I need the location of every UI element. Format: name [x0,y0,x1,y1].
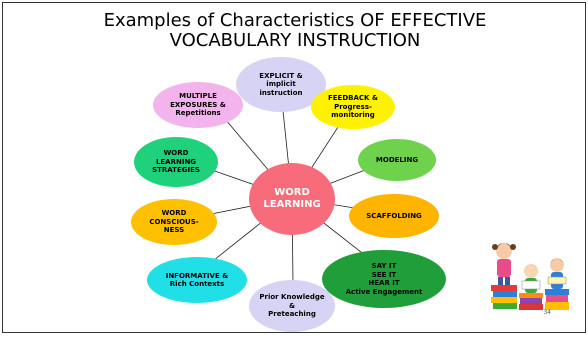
node-label: MULTIPLE EXPOSURES & Repetitions [170,92,226,118]
node-label: INFORMATIVE & Rich Contexts [165,271,229,289]
slide-title: Examples of Characteristics OF EFFECTIVE… [3,11,587,51]
children-reading-books-illustration [491,243,569,310]
node-label: EXPLICIT & implicit instruction [259,71,303,97]
node-label: FEEDBACK & Progress- monitoring [327,94,378,120]
title-line-1: Examples of Characteristics OF EFFECTIVE [103,10,487,31]
node-label: Prior Knowledge & Preteaching [259,293,325,319]
node-word-consciousness: WORD CONSCIOUS- NESS [131,199,217,245]
slide: Examples of Characteristics OF EFFECTIVE… [2,2,586,333]
center-label: WORD LEARNING [263,187,321,210]
node-say-it: SAY IT SEE IT HEAR IT Active Engagement [322,250,446,308]
node-label: SCAFFOLDING [366,211,422,220]
node-label: WORD CONSCIOUS- NESS [149,209,199,235]
node-multiple-exposures: MULTIPLE EXPOSURES & Repetitions [153,82,243,128]
node-scaffolding: SCAFFOLDING [349,194,439,238]
center-word-learning: WORD LEARNING [249,163,335,235]
node-label: SAY IT SEE IT HEAR IT Active Engagement [345,262,423,296]
node-informative: INFORMATIVE & Rich Contexts [147,257,247,303]
node-label: MODELING [375,155,419,164]
node-prior-knowledge: Prior Knowledge & Preteaching [249,280,335,332]
node-word-learning-strategies: WORD LEARNING STRATEGIES [134,137,218,187]
page-number: 34 [543,309,551,316]
node-modeling: MODELING [358,139,436,181]
node-label: WORD LEARNING STRATEGIES [152,149,200,175]
node-feedback: FEEDBACK & Progress- monitoring [311,85,395,129]
title-line-2: VOCABULARY INSTRUCTION [169,30,421,51]
